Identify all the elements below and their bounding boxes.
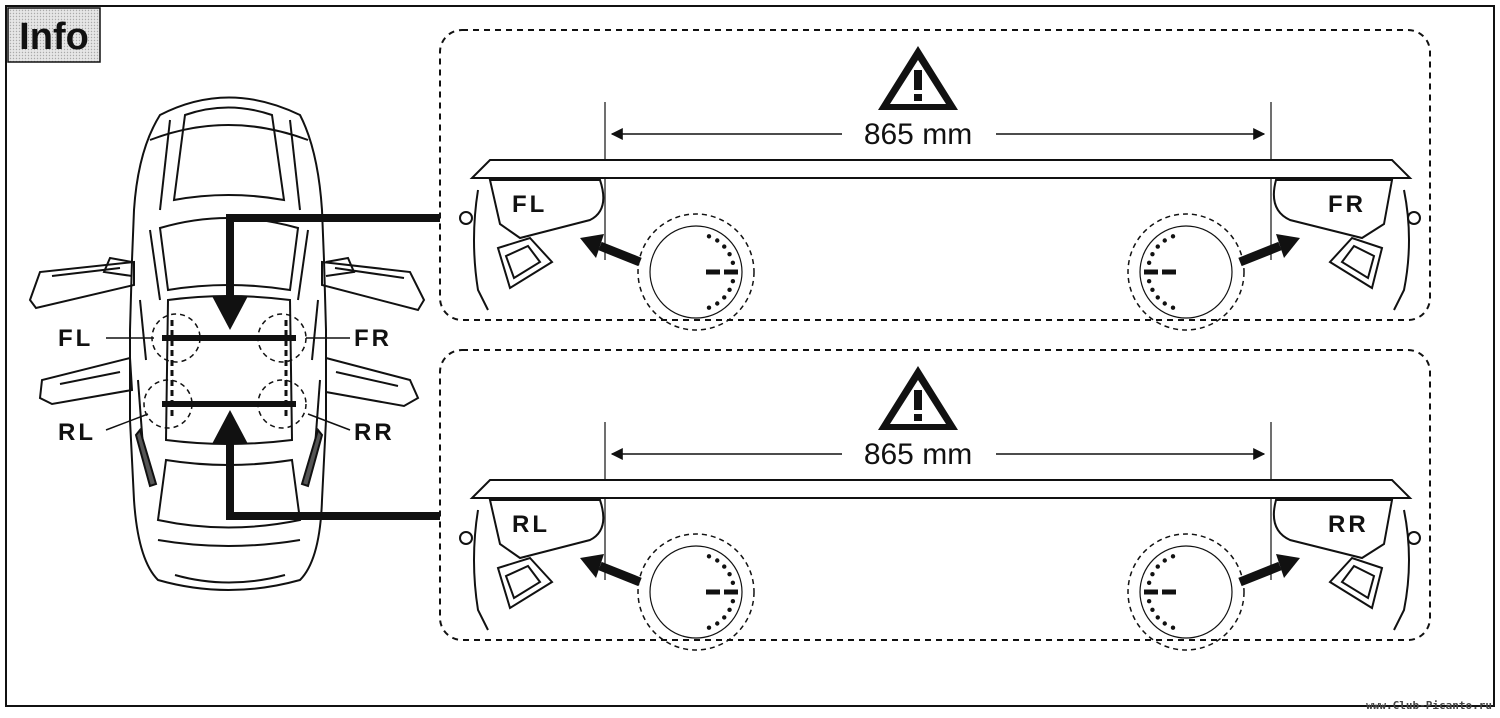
door-rear-right (325, 356, 420, 408)
torque-dial-right (1127, 213, 1245, 331)
torque-dial-right (1127, 533, 1245, 651)
pointer-arrow-left (598, 561, 642, 587)
dimension-label: 865 mm (864, 118, 972, 151)
dimension-label: 865 mm (864, 438, 972, 471)
door-front-left (28, 260, 135, 310)
door-front-right (321, 260, 426, 312)
left-rack-foot: FL (459, 179, 605, 311)
car-label-front-right: FR (354, 325, 392, 352)
right-rack-foot: FR (1272, 179, 1421, 311)
warning-triangle-icon (878, 46, 958, 110)
left-rack-foot: RL (459, 499, 605, 631)
panel-frame (439, 29, 1431, 321)
panel-frame (439, 349, 1431, 641)
pointer-arrow-right (1238, 241, 1282, 267)
mount-circle-rear-left (143, 379, 193, 429)
pointer-arrow-right (1238, 561, 1282, 587)
foot-label-left: RL (512, 511, 550, 538)
crossbar (469, 479, 1413, 499)
warning-triangle-icon (878, 366, 958, 430)
connector-arrows (226, 214, 440, 520)
info-badge-label: Info (19, 16, 89, 58)
outer-frame (5, 5, 1495, 707)
pointer-arrow-left (598, 241, 642, 267)
foot-label-left: FL (512, 191, 547, 218)
torque-dial-left (637, 533, 755, 651)
label-leaders (105, 337, 351, 431)
crossbar (469, 159, 1413, 179)
car-top-view (102, 96, 356, 591)
door-rear-left (38, 356, 134, 406)
rear-connector-arrow (226, 440, 440, 520)
foot-label-right: RR (1328, 511, 1369, 538)
car-label-rear-right: RR (354, 419, 395, 446)
foot-label-right: FR (1328, 191, 1366, 218)
front-rack-panel: 865 mm FL FR (439, 29, 1431, 331)
right-rack-foot: RR (1272, 499, 1421, 631)
info-badge: Info (7, 7, 101, 63)
front-connector-arrow (226, 214, 440, 300)
torque-dial-left (637, 213, 755, 331)
watermark: www.Club-Picanto.ru (1366, 699, 1492, 712)
car-doors (28, 260, 426, 488)
car-label-rear-left: RL (58, 419, 96, 446)
rear-rack-panel: 865 mm RL RR (439, 349, 1431, 651)
roof-rack-bars (162, 320, 296, 420)
mount-circle-rear-right (257, 379, 307, 429)
car-label-front-left: FL (58, 325, 93, 352)
